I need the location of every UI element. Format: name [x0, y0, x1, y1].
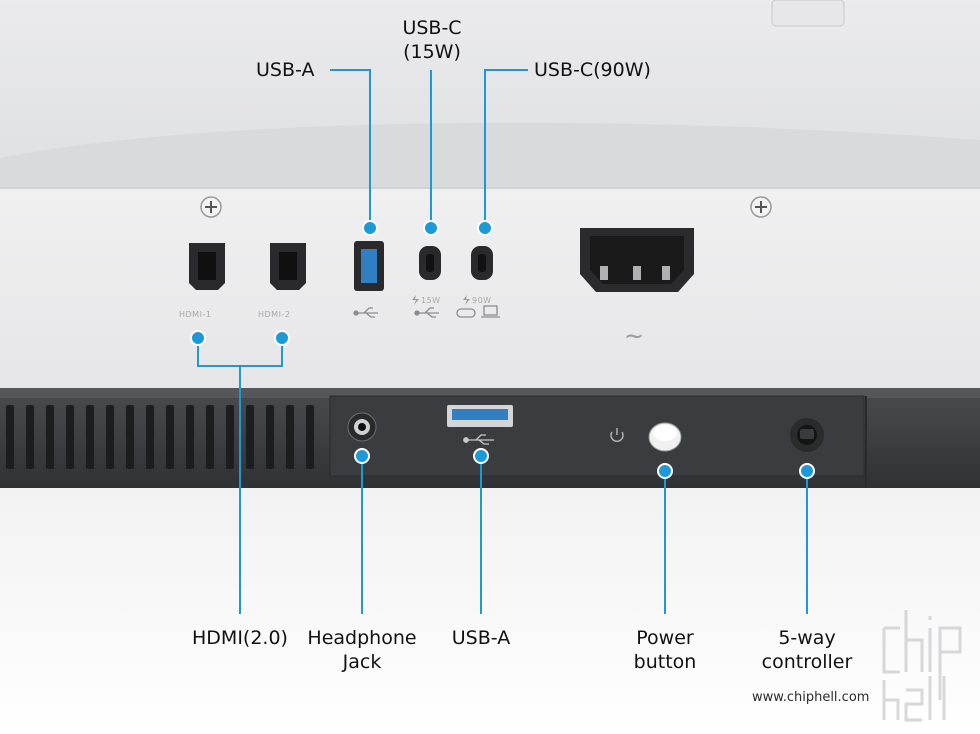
hdmi-port-1 — [189, 243, 225, 290]
screw-icon — [200, 196, 222, 218]
label-power-line2: button — [633, 651, 697, 673]
usb-icon — [463, 434, 494, 445]
screw-icon — [750, 196, 772, 218]
label-usb-c-15w-line2: (15W) — [403, 41, 461, 63]
label-usb-c-15w-line1: USB-C — [402, 17, 462, 39]
five-way-controller — [790, 418, 824, 452]
callout-usb-c-90w — [484, 69, 528, 228]
power-button — [648, 422, 682, 452]
ac-symbol: ~ — [624, 322, 645, 350]
usb-icon — [353, 307, 378, 318]
label-usb-c-15w: USB-C (15W) — [392, 16, 472, 64]
hdmi-port-2 — [270, 243, 306, 290]
callout-lines — [197, 69, 808, 614]
bolt-icon — [412, 295, 419, 305]
label-headphone-line2: Jack — [342, 651, 382, 673]
usbc90-marking: 90W — [472, 296, 492, 305]
usb-a-port-panel — [354, 241, 384, 291]
watermark-url: www.chiphell.com — [752, 690, 870, 705]
usb-icon — [414, 307, 439, 318]
hdmi1-marking: HDMI-1 — [179, 310, 212, 319]
label-usb-c-90w: USB-C(90W) — [534, 59, 651, 81]
label-usb-a-bottom: USB-A — [451, 627, 511, 649]
label-5-way-controller: 5-way controller — [747, 626, 867, 674]
control-bay — [329, 395, 865, 477]
vent-grille — [6, 405, 314, 469]
label-power-line1: Power — [636, 627, 694, 649]
power-icon — [610, 428, 624, 442]
callout-usb-a-top — [330, 69, 371, 228]
ac-power-inlet — [580, 228, 694, 292]
label-hdmi: HDMI(2.0) — [192, 627, 288, 649]
label-controller-line1: 5-way — [778, 627, 836, 649]
shell-curve — [0, 122, 980, 190]
usb-a-port-bottom — [447, 405, 513, 427]
hdmi2-marking: HDMI-2 — [258, 310, 291, 319]
headphone-jack — [347, 412, 377, 442]
usb-c-alt-icon — [456, 305, 500, 318]
bolt-icon — [463, 295, 470, 305]
port-panel — [0, 188, 980, 388]
label-controller-line2: controller — [761, 651, 853, 673]
chiphell-logo — [882, 610, 962, 722]
stand-neck — [771, 0, 845, 27]
label-power-button: Power button — [615, 626, 715, 674]
label-usb-a-top: USB-A — [256, 59, 315, 81]
usbc15-marking: 15W — [421, 296, 441, 305]
label-headphone-jack: Headphone Jack — [297, 626, 427, 674]
callout-hdmi — [197, 338, 283, 614]
label-headphone-line1: Headphone — [307, 627, 417, 649]
callout-dots — [190, 220, 815, 479]
floor — [0, 488, 980, 734]
